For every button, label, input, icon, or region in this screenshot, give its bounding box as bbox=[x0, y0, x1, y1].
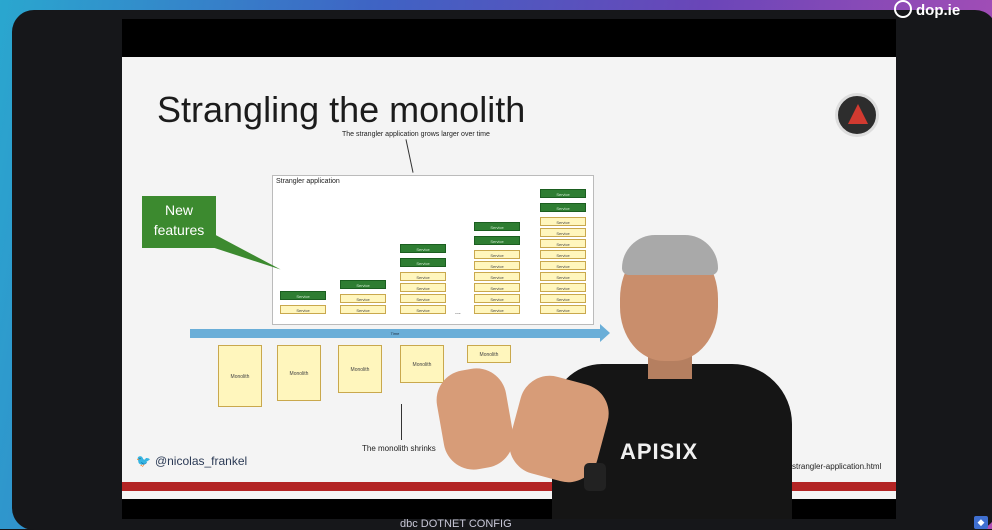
bottom-annotation: The monolith shrinks bbox=[362, 444, 436, 453]
service-box: Service bbox=[340, 294, 386, 303]
service-box: Service bbox=[400, 272, 446, 281]
callout-pointer bbox=[203, 232, 281, 282]
shirt-logo-text: APISIX bbox=[620, 439, 699, 464]
slide-footer-bar bbox=[122, 482, 896, 491]
service-box: Service bbox=[474, 294, 520, 303]
service-box: Service bbox=[540, 261, 586, 270]
service-box: Service bbox=[540, 305, 586, 314]
service-box: Service bbox=[400, 294, 446, 303]
new-features-callout: New features bbox=[142, 196, 216, 248]
slide-title: Strangling the monolith bbox=[157, 89, 526, 130]
monolith-box: Monolith bbox=[277, 345, 321, 401]
new-service-box: Service bbox=[474, 236, 520, 245]
video-player[interactable]: Strangling the monolith The strangler ap… bbox=[122, 19, 896, 519]
top-annotation-arrow bbox=[405, 139, 414, 173]
new-service-box: Service bbox=[280, 291, 326, 300]
timeline-label: Time bbox=[390, 331, 400, 336]
timeline-arrowhead bbox=[600, 324, 610, 342]
watch-icon bbox=[584, 463, 606, 491]
bottom-annotation-arrow bbox=[401, 404, 402, 440]
strangler-label: Strangler application bbox=[276, 178, 340, 185]
service-box: Service bbox=[540, 272, 586, 281]
new-service-box: Service bbox=[540, 203, 586, 212]
new-service-box: Service bbox=[474, 222, 520, 231]
apache-logo bbox=[835, 93, 879, 137]
service-box: Service bbox=[540, 239, 586, 248]
new-service-box: Service bbox=[340, 280, 386, 289]
twitter-handle: 🐦@nicolas_frankel bbox=[136, 454, 247, 468]
service-box: Service bbox=[540, 294, 586, 303]
conference-footer: dbc DOTNET CONFIG bbox=[400, 518, 512, 529]
service-box: Service bbox=[280, 305, 326, 314]
service-box: Service bbox=[400, 283, 446, 292]
top-annotation: The strangler application grows larger o… bbox=[342, 131, 490, 138]
ellipsis-marker: ... bbox=[455, 309, 461, 316]
service-box: Service bbox=[474, 250, 520, 259]
service-box: Service bbox=[474, 261, 520, 270]
service-box: Service bbox=[540, 250, 586, 259]
service-box: Service bbox=[474, 283, 520, 292]
slide-url: strangler-application.html bbox=[792, 462, 882, 471]
corner-logo-icon: ◆ bbox=[974, 516, 988, 529]
presenter-hair bbox=[622, 235, 718, 275]
service-box: Service bbox=[540, 228, 586, 237]
brand-logo: dop.ie bbox=[894, 0, 960, 19]
monolith-box: Monolith bbox=[467, 345, 511, 363]
service-box: Service bbox=[474, 272, 520, 281]
brand-icon bbox=[894, 0, 912, 18]
handle-text: @nicolas_frankel bbox=[154, 454, 248, 468]
service-box: Service bbox=[540, 217, 586, 226]
new-service-box: Service bbox=[400, 258, 446, 267]
twitter-icon: 🐦 bbox=[136, 454, 151, 468]
monolith-box: Monolith bbox=[400, 345, 444, 383]
monolith-box: Monolith bbox=[218, 345, 262, 407]
service-box: Service bbox=[400, 305, 446, 314]
service-box: Service bbox=[474, 305, 520, 314]
timeline-bar: Time bbox=[190, 329, 600, 338]
new-service-box: Service bbox=[540, 189, 586, 198]
service-box: Service bbox=[540, 283, 586, 292]
brand-text: dop.ie bbox=[916, 2, 961, 19]
monolith-box: Monolith bbox=[338, 345, 382, 393]
service-box: Service bbox=[340, 305, 386, 314]
new-service-box: Service bbox=[400, 244, 446, 253]
